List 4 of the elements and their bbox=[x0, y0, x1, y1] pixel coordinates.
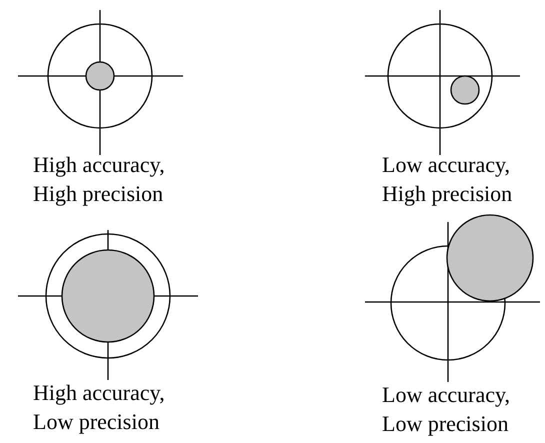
caption-text: Low accuracy, Low precision bbox=[382, 381, 512, 438]
caption-text: Low accuracy, High precision bbox=[382, 151, 514, 208]
caption-text: High accuracy, High precision bbox=[33, 151, 166, 208]
caption-text: High accuracy, Low precision bbox=[33, 379, 166, 436]
